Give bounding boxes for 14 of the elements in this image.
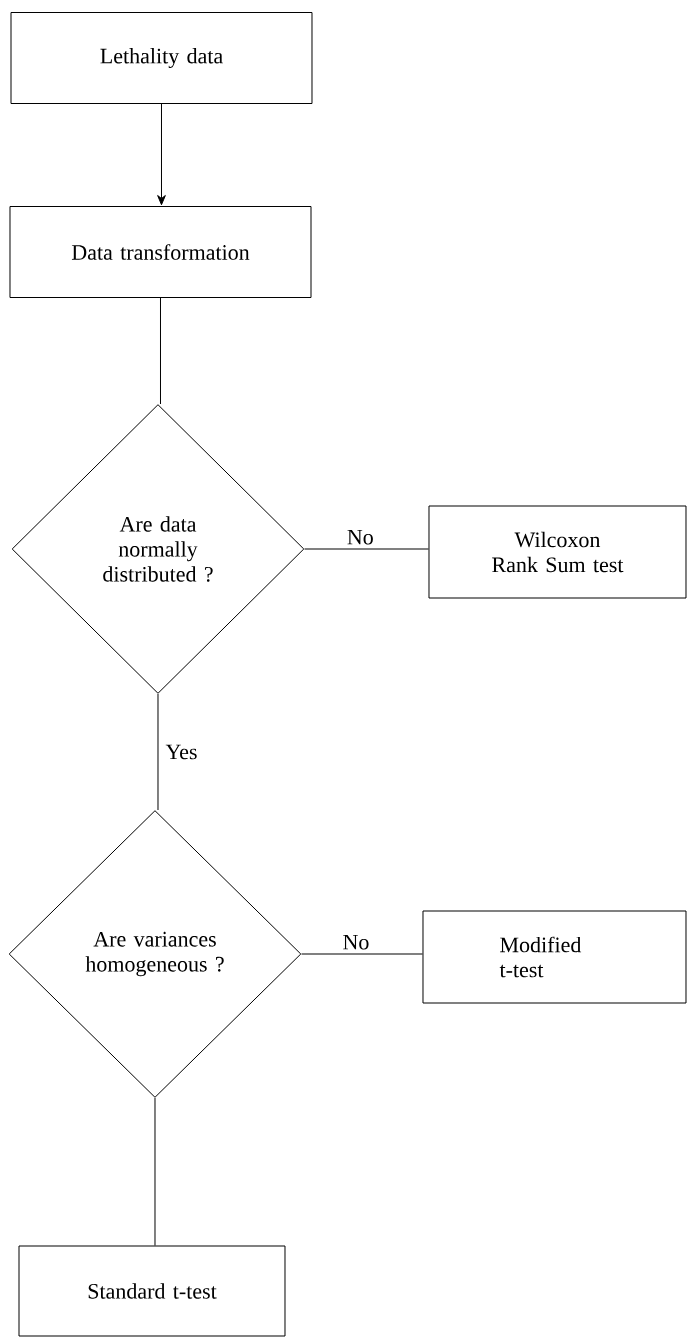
- process-box: Data transformation: [9, 206, 312, 298]
- connector-line: [304, 548, 429, 550]
- process-box: Modified t-test: [422, 910, 687, 1004]
- edge-label: Yes: [165, 744, 197, 760]
- connector-line: [154, 1097, 156, 1246]
- connector-line: [301, 953, 423, 955]
- process-box: Wilcoxon Rank Sum test: [428, 505, 687, 599]
- connector-line: [157, 693, 159, 811]
- connector-line: [160, 297, 161, 405]
- edge-label: No: [343, 934, 369, 950]
- process-box: Standard t-test: [18, 1245, 286, 1337]
- process-box: Lethality data: [10, 12, 313, 104]
- edge-label: No: [347, 529, 373, 545]
- arrow: [157, 103, 166, 206]
